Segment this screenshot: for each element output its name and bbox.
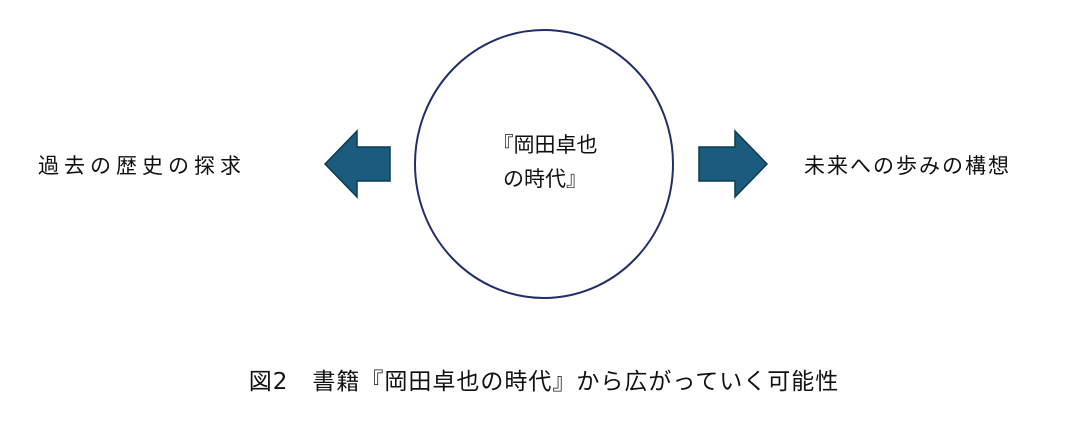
right-arrow-icon <box>698 129 769 199</box>
center-circle <box>414 29 674 299</box>
figure-caption: 図2 書籍『岡田卓也の時代』から広がっていく可能性 <box>248 369 840 395</box>
center-title-line2: の時代』 <box>503 167 587 191</box>
center-title-line1: 『岡田卓也 <box>492 133 598 157</box>
right-label: 未来への歩みの構想 <box>804 154 1011 178</box>
left-label: 過去の歴史の探求 <box>38 154 246 178</box>
center-title: 『岡田卓也 の時代』 <box>470 128 620 196</box>
left-arrow-icon <box>323 129 391 199</box>
